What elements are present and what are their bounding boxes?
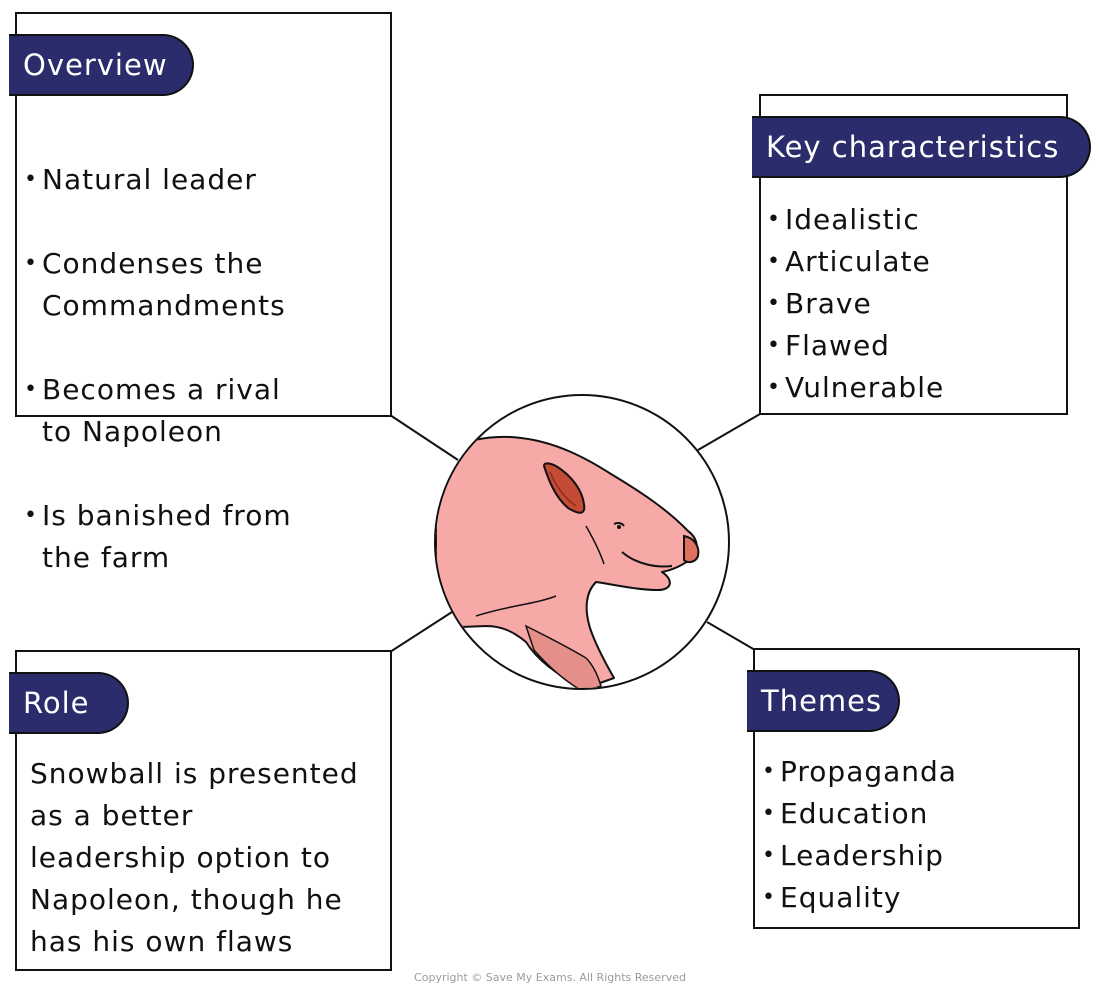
themes-tag: Themes bbox=[747, 670, 900, 732]
overview-item: Is banished from the farm bbox=[24, 495, 292, 579]
connector-line-role bbox=[389, 611, 453, 653]
key-characteristics-tag: Key characteristics bbox=[752, 116, 1091, 178]
pig-head-icon bbox=[436, 435, 700, 688]
themes-item: Propaganda bbox=[762, 751, 957, 793]
themes-title: Themes bbox=[761, 684, 883, 718]
themes-item: Education bbox=[762, 793, 957, 835]
connector-line-overview bbox=[389, 414, 459, 461]
overview-tag: Overview bbox=[9, 34, 194, 96]
key-characteristics-item: Idealistic bbox=[767, 199, 944, 241]
overview-item: Natural leader bbox=[24, 159, 292, 201]
themes-item: Equality bbox=[762, 877, 957, 919]
key-characteristics-list: Idealistic Articulate Brave Flawed Vulne… bbox=[767, 199, 944, 409]
overview-item: Becomes a rival to Napoleon bbox=[24, 369, 292, 453]
role-description: Snowball is presented as a better leader… bbox=[30, 757, 359, 958]
overview-item: Condenses the Commandments bbox=[24, 243, 292, 327]
center-illustration bbox=[434, 394, 730, 690]
themes-item: Leadership bbox=[762, 835, 957, 877]
connector-line-key-characteristics bbox=[697, 413, 761, 451]
key-characteristics-title: Key characteristics bbox=[766, 130, 1060, 164]
key-characteristics-item: Articulate bbox=[767, 241, 944, 283]
role-tag: Role bbox=[9, 672, 129, 734]
connector-line-themes bbox=[706, 621, 756, 651]
key-characteristics-item: Brave bbox=[767, 283, 944, 325]
role-title: Role bbox=[23, 686, 90, 720]
overview-title: Overview bbox=[23, 48, 168, 82]
overview-list: Natural leader Condenses the Commandment… bbox=[24, 117, 292, 621]
themes-list: Propaganda Education Leadership Equality bbox=[762, 751, 957, 919]
copyright-notice: Copyright © Save My Exams. All Rights Re… bbox=[414, 971, 686, 984]
key-characteristics-item: Flawed bbox=[767, 325, 944, 367]
key-characteristics-item: Vulnerable bbox=[767, 367, 944, 409]
